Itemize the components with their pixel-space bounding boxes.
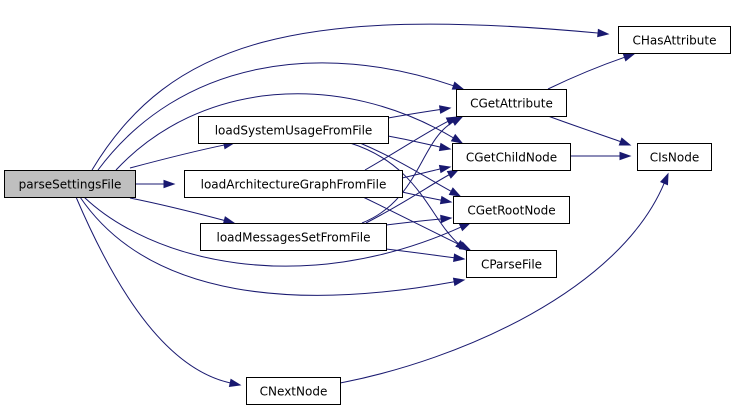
edge-parseSettingsFile-to-CNextNode xyxy=(75,196,242,388)
edge-loadSystemUsageFromFile-to-CGetChildNode xyxy=(387,135,452,152)
node-label: loadMessagesSetFromFile xyxy=(216,231,370,245)
node-CParseFile[interactable]: CParseFile xyxy=(466,250,557,278)
edge-loadMessagesSetFromFile-to-CParseFile xyxy=(385,248,466,262)
node-CIsNode[interactable]: CIsNode xyxy=(637,143,712,171)
edge-parseSettingsFile-to-loadArchitectureGraphFromFile xyxy=(135,179,176,189)
arrowhead-icon xyxy=(163,179,176,189)
arrowhead-icon xyxy=(458,222,472,232)
arrowhead-icon xyxy=(438,142,452,152)
node-box[interactable] xyxy=(198,116,389,144)
arrowhead-icon xyxy=(452,277,466,287)
edge-line xyxy=(97,62,455,171)
arrowhead-icon xyxy=(446,169,460,179)
node-label: CIsNode xyxy=(650,151,700,165)
edge-line xyxy=(129,144,226,169)
edge-line xyxy=(387,135,442,148)
node-label: CNextNode xyxy=(260,385,328,399)
node-box[interactable] xyxy=(184,170,403,198)
node-loadArchitectureGraphFromFile[interactable]: loadArchitectureGraphFromFile xyxy=(184,170,403,198)
arrowhead-icon xyxy=(618,137,632,146)
arrowhead-icon xyxy=(660,172,669,186)
edge-line xyxy=(387,108,442,119)
node-loadMessagesSetFromFile[interactable]: loadMessagesSetFromFile xyxy=(200,223,387,251)
edge-parseSettingsFile-to-loadSystemUsageFromFile xyxy=(129,140,236,169)
edge-line xyxy=(79,196,456,296)
arrowhead-icon xyxy=(440,214,453,224)
edge-line xyxy=(129,197,226,222)
edge-loadMessagesSetFromFile-to-CGetAttribute xyxy=(361,116,464,224)
node-box[interactable] xyxy=(246,377,341,405)
edge-line xyxy=(115,93,455,171)
edge-loadSystemUsageFromFile-to-CGetRootNode xyxy=(359,142,462,197)
node-loadSystemUsageFromFile[interactable]: loadSystemUsageFromFile xyxy=(198,116,389,144)
node-box[interactable] xyxy=(453,196,570,224)
node-label: CParseFile xyxy=(481,258,542,272)
node-box[interactable] xyxy=(637,143,712,171)
edge-loadArchitectureGraphFromFile-to-CGetRootNode xyxy=(401,191,453,205)
edge-line xyxy=(385,248,456,259)
node-box[interactable] xyxy=(452,143,571,171)
edge-line xyxy=(91,23,600,171)
edge-parseSettingsFile-to-CHasAttribute xyxy=(91,23,610,171)
node-label: loadArchitectureGraphFromFile xyxy=(201,178,387,192)
node-CGetChildNode[interactable]: CGetChildNode xyxy=(452,143,571,171)
arrowhead-icon xyxy=(438,164,452,174)
edge-line xyxy=(365,173,451,224)
edge-CNextNode-to-CIsNode xyxy=(339,172,669,384)
edge-line xyxy=(547,115,622,143)
node-box[interactable] xyxy=(618,26,731,54)
arrowhead-icon xyxy=(450,133,464,144)
edge-line xyxy=(385,218,443,226)
arrowhead-icon xyxy=(439,195,453,205)
node-label: CGetRootNode xyxy=(467,204,555,218)
node-box[interactable] xyxy=(4,170,136,198)
arrowhead-icon xyxy=(448,187,462,197)
edge-loadArchitectureGraphFromFile-to-CGetChildNode xyxy=(401,164,452,179)
edge-line xyxy=(401,168,442,179)
arrowhead-icon xyxy=(228,378,242,388)
node-box[interactable] xyxy=(200,223,387,251)
node-box[interactable] xyxy=(466,250,557,278)
nodes-layer: parseSettingsFile loadSystemUsageFromFile… xyxy=(4,26,731,405)
node-box[interactable] xyxy=(456,89,567,117)
arrowhead-icon xyxy=(222,216,236,225)
node-label: CGetChildNode xyxy=(466,151,557,165)
arrowhead-icon xyxy=(438,105,452,114)
node-parseSettingsFile[interactable]: parseSettingsFile xyxy=(4,170,136,198)
arrowhead-icon xyxy=(458,241,472,251)
edge-line xyxy=(401,191,443,201)
edge-parseSettingsFile-to-loadMessagesSetFromFile xyxy=(129,197,236,225)
node-CHasAttribute[interactable]: CHasAttribute xyxy=(618,26,731,54)
edge-parseSettingsFile-to-CParseFile xyxy=(79,196,466,296)
arrowhead-icon xyxy=(597,28,610,38)
edge-loadMessagesSetFromFile-to-CGetRootNode xyxy=(385,214,453,226)
edge-CGetAttribute-to-CIsNode xyxy=(547,115,632,146)
edge-CGetChildNode-to-CIsNode xyxy=(569,151,632,161)
node-CGetRootNode[interactable]: CGetRootNode xyxy=(453,196,570,224)
edge-CGetAttribute-to-CHasAttribute xyxy=(547,53,636,90)
arrowhead-icon xyxy=(450,116,464,126)
edge-line xyxy=(359,142,453,193)
edge-line xyxy=(364,120,450,171)
arrowhead-icon xyxy=(622,53,636,62)
node-CNextNode[interactable]: CNextNode xyxy=(246,377,341,405)
edge-line xyxy=(75,196,232,384)
edge-loadArchitectureGraphFromFile-to-CParseFile xyxy=(362,196,472,251)
node-label: CGetAttribute xyxy=(470,97,553,111)
edge-line xyxy=(362,196,463,247)
edge-line xyxy=(547,56,626,90)
edges-layer xyxy=(75,23,669,388)
node-label: parseSettingsFile xyxy=(19,178,122,192)
edge-loadSystemUsageFromFile-to-CGetAttribute xyxy=(387,105,452,119)
node-label: loadSystemUsageFromFile xyxy=(215,124,373,138)
edge-line xyxy=(339,182,666,384)
arrowhead-icon xyxy=(453,253,466,262)
node-CGetAttribute[interactable]: CGetAttribute xyxy=(456,89,567,117)
arrowhead-icon xyxy=(451,81,465,90)
edge-line xyxy=(361,120,455,224)
arrowhead-icon xyxy=(619,151,632,161)
node-label: CHasAttribute xyxy=(633,34,717,48)
edge-loadMessagesSetFromFile-to-CGetChildNode xyxy=(365,169,460,224)
edge-parseSettingsFile-to-CGetChildNode xyxy=(115,93,464,171)
